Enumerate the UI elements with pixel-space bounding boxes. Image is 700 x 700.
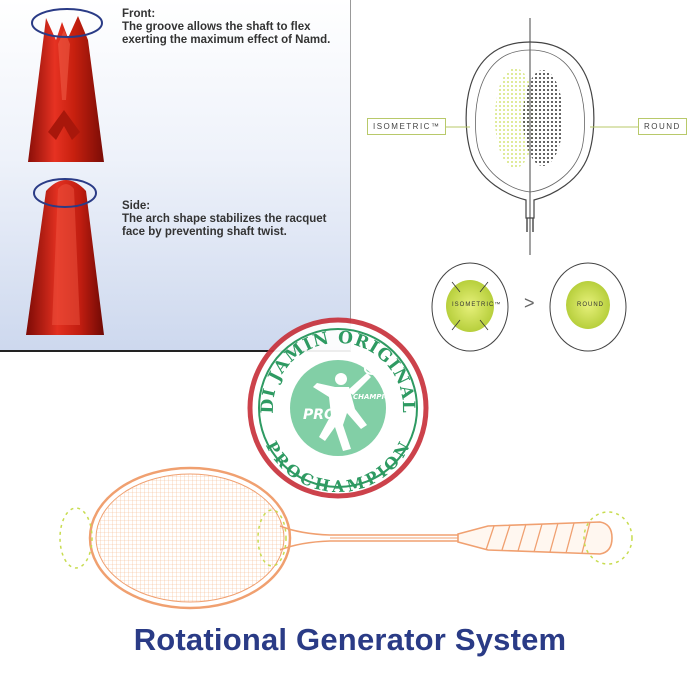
rotation-zones: [59, 507, 633, 569]
front-note: Front: The groove allows the shaft to fl…: [122, 8, 337, 47]
isometric-small-label: ISOMETRIC™: [452, 302, 502, 308]
front-heading: Front:: [122, 8, 156, 20]
racquet-illustration: [59, 466, 633, 610]
expansion-arrows: [451, 281, 489, 331]
isometric-head-diagram: [430, 18, 640, 352]
round-small-label: ROUND: [577, 302, 604, 308]
side-text: The arch shape stabilizes the racquet fa…: [122, 213, 327, 238]
front-shaft-illustration: [28, 8, 104, 162]
front-text: The groove allows the shaft to flex exer…: [122, 21, 331, 46]
stamp-champion: CHAMPION: [353, 393, 396, 401]
arrow-right-icon: >: [524, 293, 535, 313]
round-label: ROUND: [638, 118, 687, 135]
prochampion-stamp: DI JAMIN ORIGINAL PROCHAMPION PRO CHAMPI…: [247, 317, 429, 499]
side-shaft-illustration: [26, 178, 104, 335]
side-note: Side: The arch shape stabilizes the racq…: [122, 200, 337, 239]
stamp-pro: PRO: [303, 407, 336, 423]
side-heading: Side:: [122, 200, 151, 212]
grip-wrap: [485, 521, 591, 554]
page-title: Rotational Generator System: [133, 622, 567, 657]
isometric-label: ISOMETRIC™: [367, 118, 447, 135]
shaft-diagram-panel: Front: The groove allows the shaft to fl…: [0, 0, 351, 352]
badminton-player-icon: [313, 363, 382, 451]
